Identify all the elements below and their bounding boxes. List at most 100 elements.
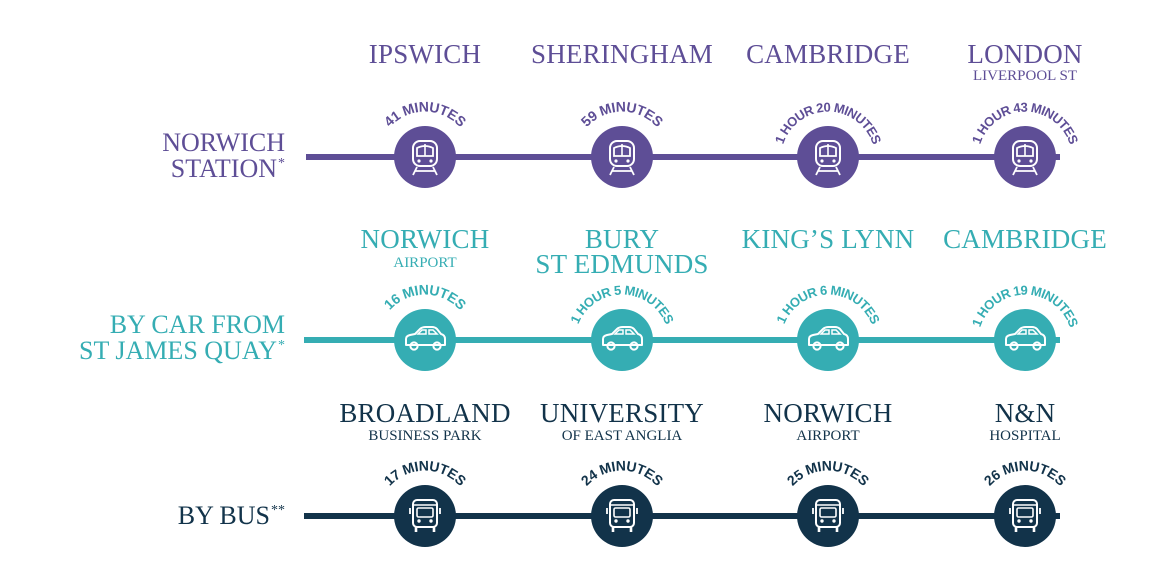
bus-stop-node: 24 MINUTES [578, 458, 667, 547]
bus-row-label: BY BUS** [178, 503, 285, 529]
travel-time-label: 59 MINUTES [578, 99, 667, 130]
destination-name: KING’S LYNN [678, 224, 978, 254]
destination-name: CAMBRIDGE [875, 224, 1175, 254]
travel-time-label: 16 MINUTES [381, 282, 470, 313]
destination-subtitle: BUSINESS PARK [368, 428, 482, 444]
row-label-text: ST JAMES QUAY [79, 336, 277, 365]
node-circle [591, 485, 653, 547]
travel-time-label: 26 MINUTES [981, 458, 1070, 489]
node-circle [797, 309, 859, 371]
row-label-line: STATION* [162, 156, 285, 182]
destination-name: IPSWICH [275, 39, 575, 69]
node-circle [994, 126, 1056, 188]
train-stop-node: 1 HOUR 43 MINUTES [969, 100, 1082, 188]
row-label-text: BY CAR FROM [109, 310, 285, 339]
node-circle [591, 126, 653, 188]
travel-time-text: 59 MINUTES [578, 99, 667, 130]
car-icon [602, 326, 643, 351]
footnote-mark: * [278, 338, 285, 354]
train-stop-node: 59 MINUTES [578, 99, 667, 188]
train-route-line [306, 154, 1060, 160]
node-circle [797, 126, 859, 188]
node-circle [994, 485, 1056, 547]
row-label-text: BY BUS [177, 501, 270, 530]
travel-time-text: 24 MINUTES [578, 458, 667, 489]
row-label-text: STATION [170, 154, 277, 183]
row-label-line: BY BUS** [178, 503, 285, 529]
bus-stop-node: 17 MINUTES [381, 458, 470, 547]
train-icon [1012, 140, 1038, 176]
destination-name-line: ST EDMUNDS [535, 249, 709, 279]
train-stop-node: 1 HOUR 20 MINUTES [772, 100, 885, 188]
train-icon [815, 140, 841, 176]
row-label-line: ST JAMES QUAY* [79, 338, 285, 364]
destination-name-line: BROADLAND [339, 398, 511, 428]
train-icon [412, 140, 438, 176]
travel-time-label: 17 MINUTES [381, 458, 470, 489]
car-stop-node: 16 MINUTES [381, 282, 470, 371]
destination-subtitle: AIRPORT [393, 255, 457, 271]
destination-name: BROADLAND [275, 398, 575, 428]
train-stop-node: 41 MINUTES [381, 99, 470, 188]
destination-name-line: CAMBRIDGE [746, 39, 910, 69]
destination-name-line: SHERINGHAM [530, 39, 713, 69]
node-circle [394, 309, 456, 371]
car-stop-node: 1 HOUR 5 MINUTES [567, 283, 678, 371]
travel-time-text: 25 MINUTES [784, 458, 873, 489]
travel-time-label: 41 MINUTES [381, 99, 470, 130]
destination-name-line: UNIVERSITY [540, 398, 704, 428]
destination-name: SHERINGHAM [472, 39, 772, 69]
destination-name-line: BURY [584, 224, 660, 254]
car-icon [808, 326, 849, 351]
bus-icon [812, 499, 844, 532]
destination-name-line: KING’S LYNN [741, 224, 915, 254]
node-circle [394, 485, 456, 547]
node-circle [394, 126, 456, 188]
bus-stop-node: 26 MINUTES [981, 458, 1070, 547]
row-label-line: BY CAR FROM [79, 312, 285, 338]
destination-name: NORWICH [275, 224, 575, 254]
footnote-mark: * [278, 156, 285, 172]
destination-name-line: LONDON [967, 39, 1083, 69]
car-icon [1005, 326, 1046, 351]
bus-stop-node: 25 MINUTES [784, 458, 873, 547]
footnote-mark: ** [271, 503, 285, 519]
destination-name: LONDON [875, 39, 1175, 69]
destination-subtitle: HOSPITAL [989, 428, 1061, 444]
car-icon [405, 326, 446, 351]
destination-name: UNIVERSITY [472, 398, 772, 428]
destination-name-line: IPSWICH [368, 39, 482, 69]
bus-icon [1009, 499, 1041, 532]
destination-name: CAMBRIDGE [678, 39, 978, 69]
destination-name-line: NORWICH [763, 398, 893, 428]
destination-subtitle: AIRPORT [796, 428, 860, 444]
destination-name: N&N [875, 398, 1175, 428]
destination-subtitle: OF EAST ANGLIA [561, 428, 683, 444]
travel-time-text: 16 MINUTES [381, 282, 470, 313]
train-icon [609, 140, 635, 176]
car-route-line [304, 337, 1060, 343]
row-label-line: NORWICH [162, 130, 285, 156]
car-stop-node: 1 HOUR 6 MINUTES [773, 283, 884, 371]
travel-time-label: 25 MINUTES [784, 458, 873, 489]
travel-time-text: 17 MINUTES [381, 458, 470, 489]
row-label-text: NORWICH [162, 128, 285, 157]
node-circle [591, 309, 653, 371]
bus-icon [606, 499, 638, 532]
bus-icon [409, 499, 441, 532]
travel-time-text: 41 MINUTES [381, 99, 470, 130]
destination-name-line: CAMBRIDGE [943, 224, 1107, 254]
destination-name: NORWICH [678, 398, 978, 428]
travel-time-text: 26 MINUTES [981, 458, 1070, 489]
travel-time-label: 24 MINUTES [578, 458, 667, 489]
destination-name-line: N&N [994, 398, 1056, 428]
destination-name-line: NORWICH [360, 224, 490, 254]
bus-route-line [304, 513, 1060, 519]
car-stop-node: 1 HOUR 19 MINUTES [969, 283, 1082, 371]
node-circle [994, 309, 1056, 371]
destination-subtitle: LIVERPOOL ST [972, 68, 1078, 84]
node-circle [797, 485, 859, 547]
